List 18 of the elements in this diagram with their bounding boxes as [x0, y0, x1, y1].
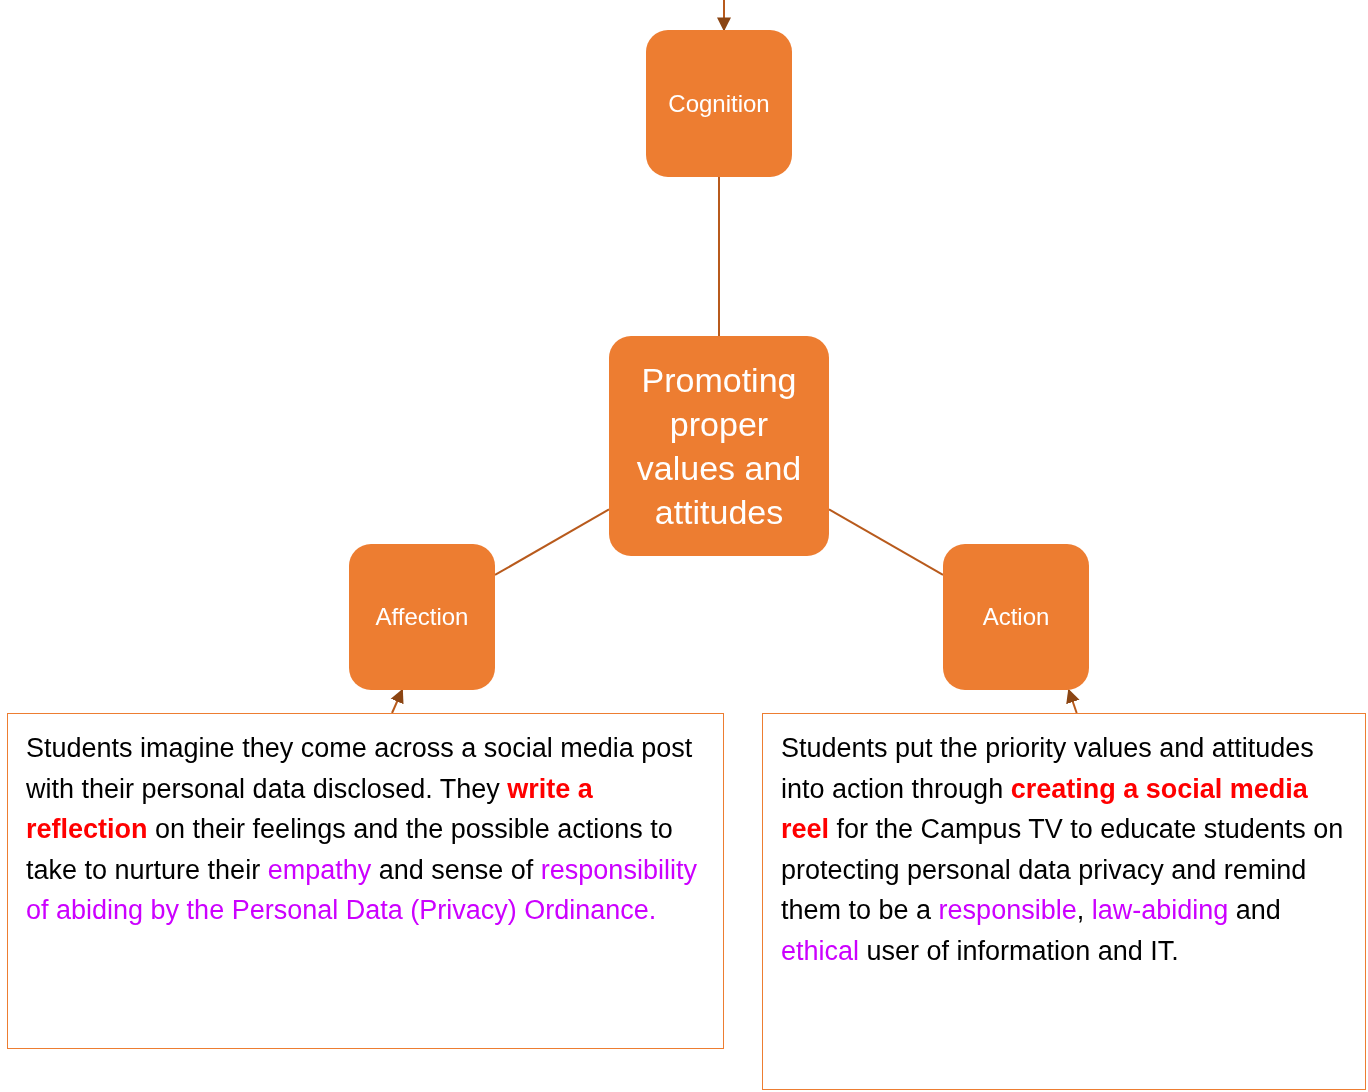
description-text: Students imagine they come across a social media post with their personal data disclosed. They write a reflection on their feelings and the possible actions to take to nurture their empathy and sense of responsibility of abiding by the Personal Data (Privacy) Ordinance.	[26, 732, 698, 927]
process-box	[349, 544, 495, 690]
node-label: Affection	[374, 602, 470, 633]
process-box	[609, 336, 829, 556]
connector-line	[494, 508, 610, 576]
node-label: Promoting proper values and attitudes	[635, 359, 803, 534]
text-panel	[762, 713, 1366, 1090]
node-label: Action	[981, 602, 1051, 633]
description-text: Students put the priority values and attitudes into action through creating a social media reel for the Campus TV to educate students on protecting personal data privacy and remind them to be a responsible, law-abiding and ethical user of information and IT.	[781, 732, 1345, 968]
arrow	[1066, 688, 1080, 714]
process-box	[646, 30, 792, 177]
connector-line	[828, 508, 944, 576]
text-panel	[7, 713, 724, 1049]
node-label: Cognition	[667, 88, 771, 119]
process-box	[943, 544, 1089, 690]
arrow	[717, 0, 731, 32]
arrow	[390, 688, 404, 714]
connector-line	[718, 176, 720, 337]
